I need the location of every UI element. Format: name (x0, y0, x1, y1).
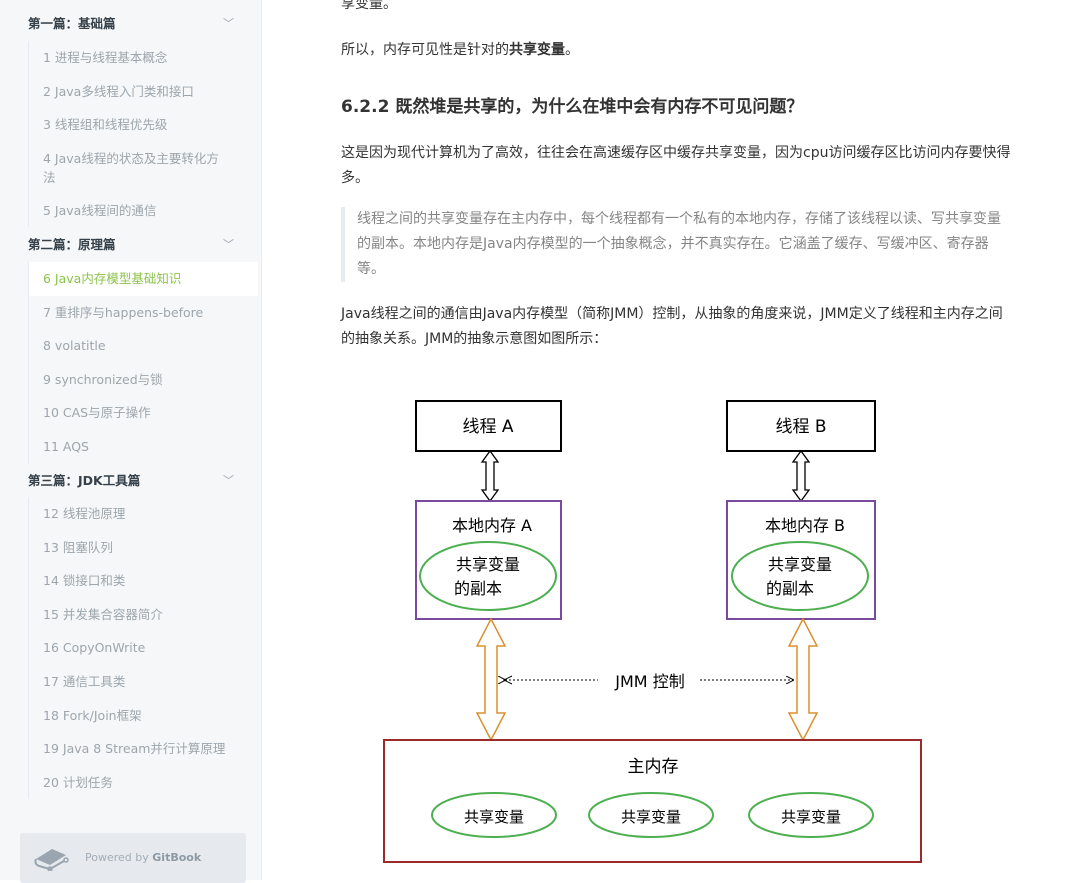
part-title: 第三篇：JDK工具篇 (28, 473, 141, 488)
sidebar: 第一篇：基础篇 ﹀ 1 进程与线程基本概念 2 Java多线程入门类和接口 3 线… (0, 0, 262, 883)
paragraph: 这是因为现代计算机为了高效，往往会在高速缓存区中缓存共享变量，因为cpu访问缓存… (341, 145, 1011, 186)
chevron-down-icon[interactable]: ﹀ (223, 17, 234, 30)
sidebar-item[interactable]: 16 CopyOnWrite (43, 640, 146, 656)
thread-a-box: 线程 A (415, 400, 562, 452)
part-title: 第一篇：基础篇 (28, 16, 116, 31)
orange-double-arrow-b (787, 617, 819, 742)
diagram-label: 线程 B (775, 417, 826, 437)
sidebar-item[interactable]: 5 Java线程间的通信 (43, 202, 157, 218)
diagram-label: 本地内存 B (765, 516, 845, 535)
part-title: 第二篇：原理篇 (28, 237, 116, 252)
sidebar-item[interactable]: 12 线程池原理 (43, 506, 126, 521)
diagram-label: 共享变量 (464, 808, 524, 826)
sidebar-item[interactable]: 17 通信工具类 (43, 673, 126, 689)
sidebar-part-2[interactable]: 第二篇：原理篇 ﹀ (28, 235, 238, 255)
paragraph: Java线程之间的通信由Java内存模型（简称JMM）控制，从抽象的角度来说，J… (341, 306, 1003, 347)
double-arrow-a (480, 449, 500, 503)
diagram-label: 的副本 (454, 579, 502, 598)
sidebar-item[interactable]: 8 volatitle (43, 338, 106, 354)
paragraph-fragment: 享变量。 (341, 0, 397, 12)
diagram-label: 主内存 (628, 757, 679, 777)
sidebar-item[interactable]: 10 CAS与原子操作 (43, 405, 151, 421)
sidebar-item[interactable]: 14 锁接口和类 (43, 573, 126, 589)
chevron-down-icon[interactable]: ﹀ (223, 474, 234, 487)
sidebar-item-active[interactable]: 6 Java内存模型基础知识 (29, 262, 258, 296)
sidebar-item[interactable]: 11 AQS (43, 438, 89, 454)
orange-double-arrow-a (475, 617, 507, 742)
sidebar-group-3: 12 线程池原理 13 阻塞队列 14 锁接口和类 15 并发集合容器简介 16… (28, 497, 258, 800)
diagram-label: 共享变量 (456, 555, 520, 574)
diagram-label: JMM 控制 (614, 672, 684, 691)
diagram-label: 共享变量 (621, 808, 681, 826)
sidebar-item[interactable]: 2 Java多线程入门类和接口 (43, 83, 194, 99)
gitbook-book-icon (34, 849, 69, 871)
powered-by-text: Powered by GitBook (85, 851, 202, 864)
main-memory-box: 主内存 共享变量 共享变量 共享变量 (383, 739, 922, 863)
sidebar-item[interactable]: 20 计划任务 (43, 774, 113, 790)
sidebar-item[interactable]: 18 Fork/Join框架 (43, 707, 142, 723)
paragraph: 所以，内存可见性是针对的共享变量。 (341, 42, 579, 58)
diagram-label: 本地内存 A (452, 516, 532, 535)
diagram-label: 的副本 (766, 579, 814, 598)
local-memory-b: 本地内存 B 共享变量 的副本 (726, 500, 876, 620)
sidebar-item[interactable]: 4 Java线程的状态及主要转化方法 (43, 150, 219, 185)
jmm-control-arrow: JMM 控制 (504, 672, 793, 691)
sidebar-group-2: 6 Java内存模型基础知识 7 重排序与happens-before 8 vo… (28, 262, 258, 464)
sidebar-group-1: 1 进程与线程基本概念 2 Java多线程入门类和接口 3 线程组和线程优先级 … (28, 41, 258, 228)
sidebar-part-1[interactable]: 第一篇：基础篇 ﹀ (28, 14, 238, 34)
thread-b-box: 线程 B (726, 400, 876, 452)
powered-by-gitbook-link[interactable]: Powered by GitBook (20, 833, 246, 883)
sidebar-part-3[interactable]: 第三篇：JDK工具篇 ﹀ (28, 471, 238, 491)
sidebar-item[interactable]: 3 线程组和线程优先级 (43, 117, 168, 133)
diagram-label: 共享变量 (781, 808, 841, 826)
local-memory-a: 本地内存 A 共享变量 的副本 (415, 500, 562, 620)
chevron-down-icon[interactable]: ﹀ (223, 238, 234, 251)
blockquote: 线程之间的共享变量存在主内存中，每个线程都有一个私有的本地内存，存储了该线程以读… (341, 207, 1011, 282)
double-arrow-b (791, 449, 811, 503)
sidebar-item[interactable]: 13 阻塞队列 (43, 539, 113, 555)
sidebar-item[interactable]: 19 Java 8 Stream并行计算原理 (43, 741, 226, 757)
sidebar-item[interactable]: 9 synchronized与锁 (43, 371, 163, 387)
diagram-label: 共享变量 (768, 555, 832, 574)
sidebar-item[interactable]: 15 并发集合容器简介 (43, 606, 163, 622)
section-heading: 6.2.2 既然堆是共享的，为什么在堆中会有内存不可见问题？ (341, 97, 804, 117)
diagram-label: 线程 A (462, 417, 513, 437)
sidebar-item[interactable]: 1 进程与线程基本概念 (43, 50, 168, 65)
sidebar-item[interactable]: 7 重排序与happens-before (43, 304, 204, 320)
